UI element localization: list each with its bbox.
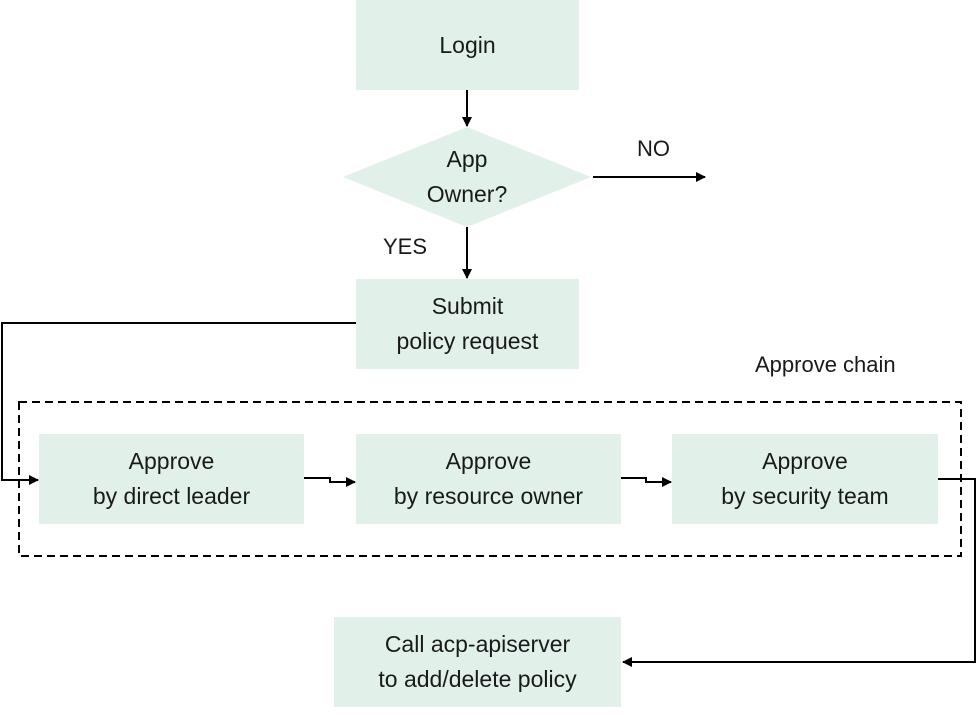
approve-resource-line-2: by resource owner (393, 483, 584, 509)
approve-security-line-1: Approve (762, 448, 848, 474)
no-label: NO (637, 136, 670, 161)
approve-security-node: Approve by security team (672, 434, 938, 524)
approve-resource-node: Approve by resource owner (356, 434, 621, 524)
submit-line-2: policy request (396, 328, 539, 354)
arrow-submit-to-leader (1, 322, 356, 485)
decision-line-2: Owner? (426, 181, 508, 207)
login-label: Login (439, 31, 496, 58)
approve-resource-line-1: Approve (445, 448, 532, 474)
arrow-leader-to-resource (304, 477, 356, 487)
approve-security-line-2: by security team (721, 483, 889, 509)
submit-line-1: Submit (431, 293, 504, 319)
call-api-node: Call acp-apiserver to add/delete policy (334, 617, 621, 707)
approve-leader-node: Approve by direct leader (39, 434, 304, 524)
arrow-security-to-call (622, 478, 976, 667)
arrow-resource-to-security (621, 477, 672, 487)
yes-label: YES (383, 234, 428, 259)
login-node: Login (356, 0, 579, 90)
call-api-line-2: to add/delete policy (378, 666, 577, 692)
call-api-line-1: Call acp-apiserver (384, 631, 571, 657)
app-owner-decision: App Owner? (393, 142, 541, 212)
approve-leader-line-2: by direct leader (92, 483, 251, 509)
approve-leader-line-1: Approve (128, 448, 215, 474)
decision-line-1: App (446, 146, 488, 172)
submit-node: Submit policy request (356, 279, 579, 369)
approve-chain-label: Approve chain (755, 352, 896, 377)
decision-diamond (343, 127, 591, 227)
